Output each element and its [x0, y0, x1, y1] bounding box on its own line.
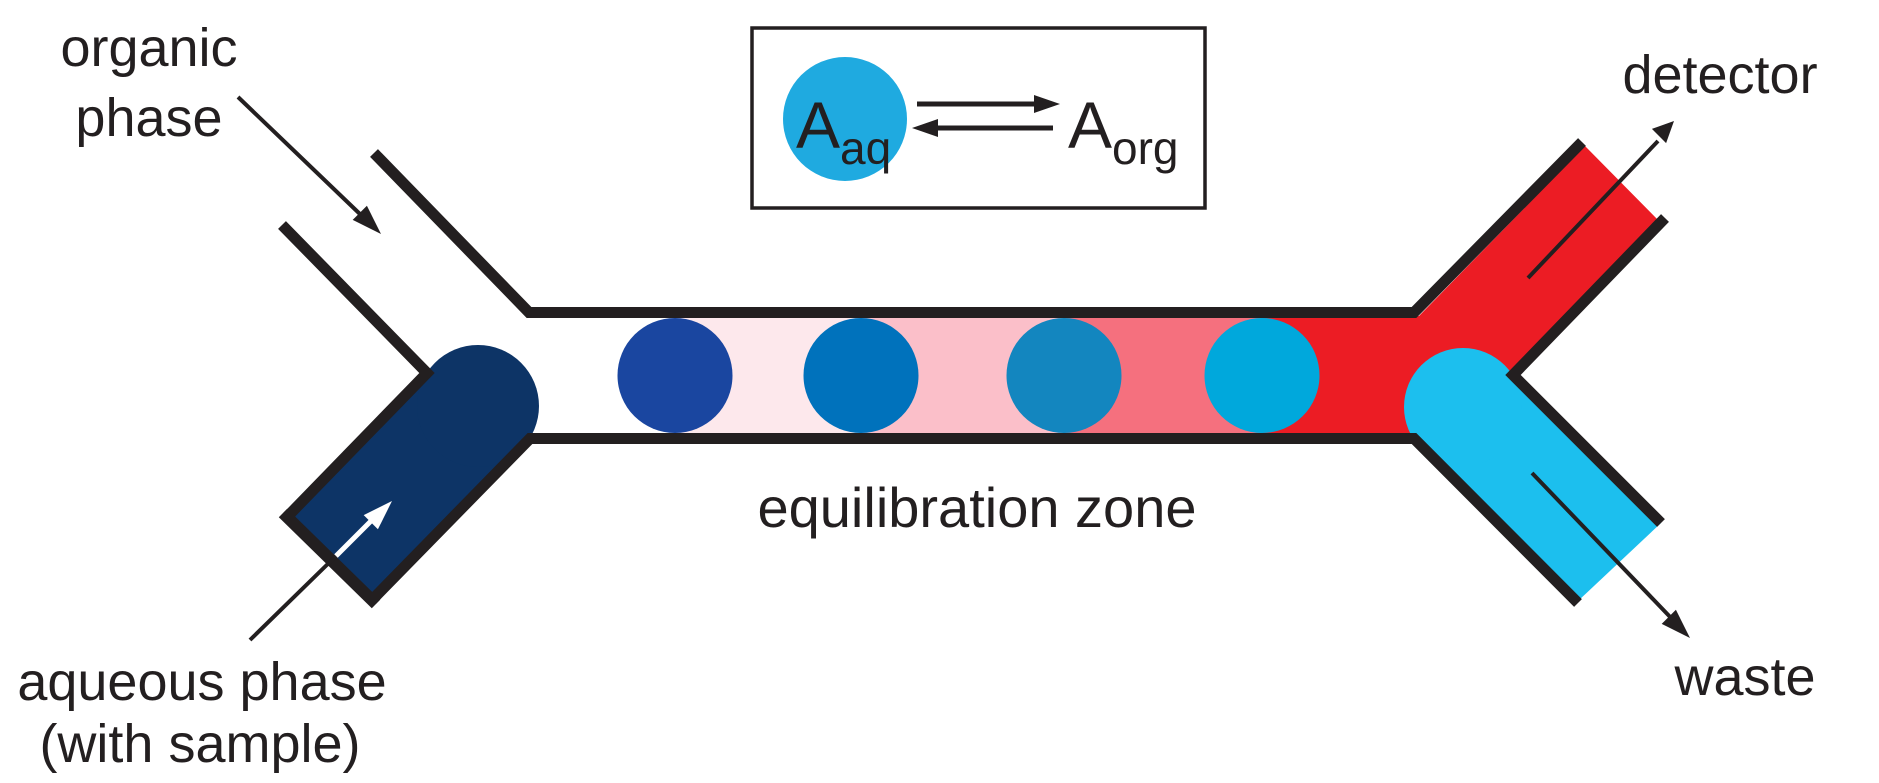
- label-aqueous-phase-line1: aqueous phase: [17, 652, 386, 712]
- label-organic-phase-line2: phase: [75, 88, 222, 148]
- legend-species-aq: A: [796, 88, 840, 162]
- aqueous-arrow-head: [363, 501, 392, 530]
- droplet-3: [1006, 318, 1122, 433]
- channel-walls: [278, 138, 1669, 609]
- droplet-1: [617, 318, 733, 433]
- label-detector: detector: [1622, 45, 1817, 105]
- detector-arrow-head: [1651, 121, 1674, 144]
- equilibrium-legend: A aq A org: [750, 26, 1207, 210]
- droplet-4: [1204, 318, 1320, 433]
- wall-right-wedge: [1505, 214, 1669, 527]
- equilibrium-forward-arrow-head: [1034, 95, 1060, 113]
- waste-slug-cap: [1404, 348, 1522, 466]
- legend-species-org: A: [1068, 88, 1112, 162]
- waste-arrow-line: [1530, 471, 1676, 623]
- label-aqueous-phase-line2: (with sample): [39, 714, 360, 774]
- organic-arrow-head: [352, 205, 381, 234]
- arrows: [236, 95, 1690, 642]
- aqueous-arrow-line-white: [334, 518, 374, 558]
- legend-species-org-subscript: org: [1112, 122, 1178, 174]
- diagram-labels: organic phase aqueous phase (with sample…: [17, 18, 1817, 774]
- equilibrium-reverse-arrow-head: [912, 119, 938, 137]
- legend-species-aq-subscript: aq: [840, 122, 891, 174]
- label-waste: waste: [1673, 647, 1815, 707]
- detector-arrow-line: [1526, 139, 1660, 280]
- organic-arrow-line: [236, 95, 364, 218]
- aqueous-slug-cap: [417, 345, 539, 467]
- legend-aqueous-droplet: [783, 57, 907, 181]
- wall-left-wedge: [278, 221, 435, 521]
- droplet-2: [803, 318, 919, 433]
- aqueous-arrow-line-black: [248, 552, 340, 642]
- waste-arrow-head: [1661, 609, 1690, 638]
- wall-aqueous-inlet-end: [278, 508, 381, 609]
- label-equilibration-zone: equilibration zone: [758, 476, 1197, 539]
- detector-red-stream: [1262, 146, 1659, 438]
- aqueous-droplets: [617, 318, 1320, 433]
- wall-top: [370, 138, 1586, 318]
- wall-bottom: [368, 433, 1582, 607]
- label-organic-phase-line1: organic: [60, 18, 237, 78]
